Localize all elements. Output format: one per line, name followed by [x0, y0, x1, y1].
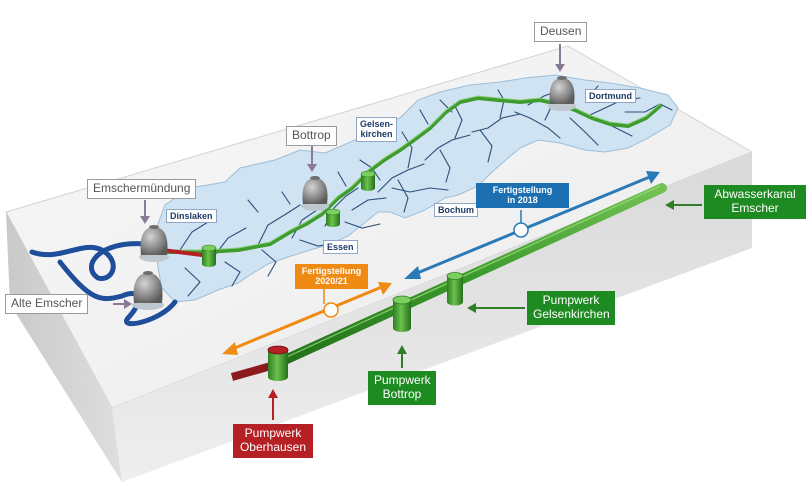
- pw-bottrop-line2: Bottrop: [382, 386, 422, 401]
- abwasserkanal-tunnel-shine: [277, 185, 661, 362]
- label-bottrop: Bottrop: [286, 126, 337, 146]
- callout-completion-2020-21: Fertigstellung 2020/21: [295, 264, 368, 289]
- label-dortmund: Dortmund: [585, 89, 636, 104]
- label-gelsenkirchen-line1: Gelsen-: [360, 119, 394, 129]
- abwasserkanal-line2: Emscher: [731, 200, 779, 215]
- callout-2018-line1: Fertigstellung: [492, 185, 553, 195]
- label-gelsenkirchen-line2: kirchen: [360, 129, 393, 140]
- label-dinslaken: Dinslaken: [166, 209, 217, 224]
- pw-oberhausen-line2: Oberhausen: [239, 439, 307, 454]
- label-pumpwerk-oberhausen: Pumpwerk Oberhausen: [233, 424, 313, 458]
- shaft-oberhausen: [267, 345, 289, 381]
- callout-2018-line2: in 2018: [507, 195, 538, 206]
- abwasserkanal-line1: Abwasserkanal: [714, 187, 796, 201]
- pw-bottrop-line1: Pumpwerk: [374, 373, 431, 387]
- callout-2020-line2: 2020/21: [315, 276, 348, 287]
- label-gelsenkirchen: Gelsen- kirchen: [356, 117, 398, 142]
- pw-gelsenkirchen-line2: Gelsenkirchen: [533, 306, 610, 321]
- label-pumpwerk-gelsenkirchen: Pumpwerk Gelsenkirchen: [527, 291, 615, 325]
- label-emschermuendung: Emschermündung: [87, 179, 197, 199]
- label-essen: Essen: [323, 240, 358, 255]
- map-shaft-essen: [325, 208, 341, 227]
- map-shaft-dinslaken: [201, 244, 217, 267]
- callout-completion-2018: Fertigstellung in 2018: [476, 183, 569, 208]
- label-pumpwerk-bottrop: Pumpwerk Bottrop: [368, 371, 436, 405]
- tank-emschermuendung: [139, 225, 169, 262]
- map-shaft-gelsenkirchen: [360, 170, 376, 191]
- label-deusen: Deusen: [534, 22, 588, 42]
- tank-deusen: [548, 76, 576, 111]
- label-pointers: [113, 44, 702, 420]
- tank-alte-emscher: [132, 271, 164, 310]
- emscher-river: [164, 96, 662, 254]
- label-alte-emscher: Alte Emscher: [5, 294, 89, 314]
- shaft-bottrop: [392, 295, 412, 332]
- slab-side: [6, 212, 122, 482]
- pw-gelsenkirchen-line1: Pumpwerk: [542, 293, 600, 307]
- rhine-river-upper: [29, 241, 149, 281]
- orange-completion-arrow: [222, 282, 392, 355]
- shaft-gelsenkirchen: [446, 272, 464, 306]
- pw-oberhausen-line1: Pumpwerk: [244, 426, 302, 440]
- label-abwasserkanal-emscher: Abwasserkanal Emscher: [704, 185, 806, 219]
- tank-bottrop: [301, 176, 329, 211]
- emscher-river-highlight: [165, 95, 661, 251]
- abwasserkanal-tunnel: [271, 183, 667, 369]
- callout-2020-line1: Fertigstellung: [301, 266, 362, 276]
- label-bochum: Bochum: [434, 203, 478, 218]
